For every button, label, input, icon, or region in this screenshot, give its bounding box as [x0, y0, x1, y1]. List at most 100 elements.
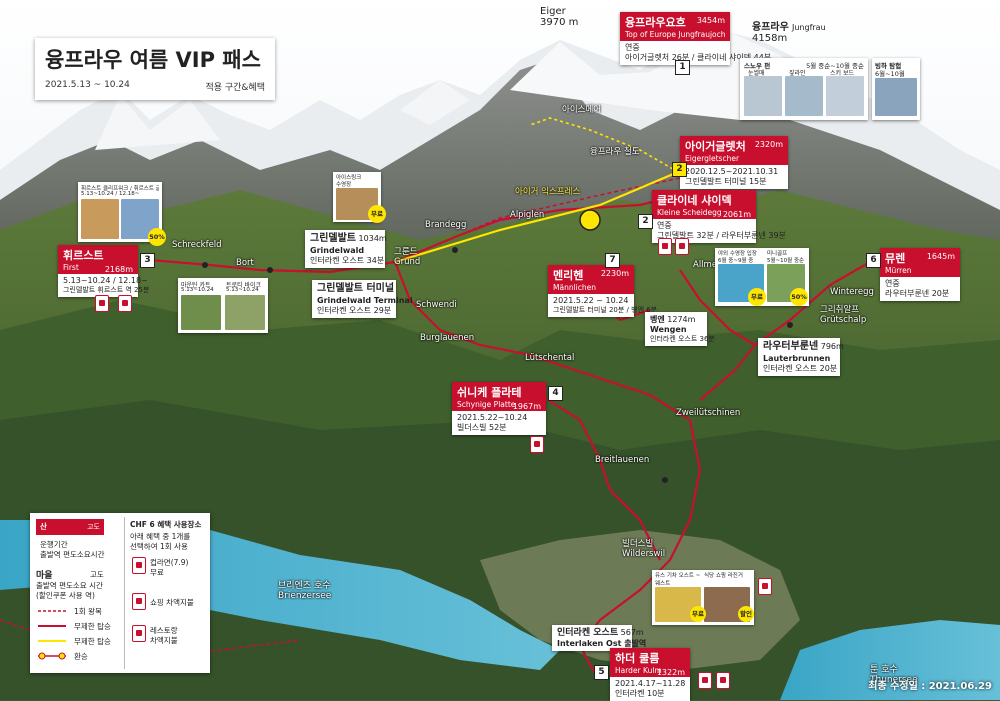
place-brienz-kr: 브리엔츠 호수 — [278, 581, 331, 591]
station-time: 그린델발트 32분 / 라우터부룬넨 39분 — [657, 231, 786, 240]
station-name-en: Männlichen — [553, 283, 596, 292]
place-alpiglen: Alpiglen — [510, 210, 545, 220]
shopping-ticket-icon — [132, 593, 146, 610]
legend-chf-desc1: 아래 혜택 중 1개를 — [130, 532, 191, 541]
station-number-1: 1 — [675, 60, 690, 75]
legend-unlimited: 무제한 탑승 — [74, 622, 111, 631]
station-name: 융프라우요흐 — [625, 16, 686, 29]
legend-transfer: 환승 — [74, 652, 88, 661]
station-number-7: 7 — [605, 253, 620, 268]
photo-subtitle: 5.13~10.24 / 12.18~ — [81, 191, 140, 197]
station-number-3: 3 — [140, 253, 155, 268]
station-season: 연중 — [625, 43, 640, 52]
photo-title: 식당 쇼핑 라진거 — [704, 573, 743, 579]
ticket-icon — [658, 238, 672, 255]
station-name: 쉬니케 플라테 — [457, 386, 522, 399]
station-time: 인터라켄 오스트 36분 — [650, 335, 715, 343]
photo-card-snow-fun: 스노우 펀 5월 중순~10월 중순 눈썰매 짚라인 스키 보드 — [740, 58, 868, 120]
photo-caption: 스키 보드 — [830, 70, 854, 77]
photo-mountain-cart — [181, 295, 221, 330]
station-name-en: Lauterbrunnen — [763, 353, 831, 363]
last-updated: 최종 수정일 : 2021.06.29 — [868, 681, 992, 692]
photo-title: 트로티 바이크 — [226, 282, 262, 289]
peak-eiger-name: Eiger — [540, 6, 566, 17]
place-wilderswil-kr: 빌더스빌 — [622, 539, 654, 549]
photo-ski — [826, 76, 864, 116]
station-altitude: 3454m — [696, 16, 725, 25]
legend-chf-desc2: 선택하여 1회 사용 — [130, 542, 188, 551]
station-time: 아이거글렛처 26분 / 클라이네 샤이덱 44분 — [625, 53, 772, 62]
station-name-en: First — [63, 263, 79, 272]
station-altitude: 1034m — [358, 234, 387, 243]
photo-title: 빙하 탐험 — [875, 62, 902, 70]
station-number-6: 6 — [866, 253, 881, 268]
station-altitude: 1322m — [656, 668, 685, 677]
station-name: 휘르스트 — [63, 249, 104, 262]
legend-chf-title: CHF 6 혜택 사용장소 — [130, 520, 202, 529]
legend-village-note1: 출발역 편도소요 시간 — [36, 581, 103, 590]
legend-chf-item1-note: 무료 — [150, 568, 164, 577]
station-altitude: 1967m — [512, 402, 541, 411]
page-title: 융프라우 여름 VIP 패스 — [45, 48, 261, 72]
station-name: 인터라켄 오스트 — [557, 628, 619, 638]
legend-roundtrip: 1회 왕복 — [74, 607, 102, 616]
place-schreckfeld: Schreckfeld — [172, 240, 222, 250]
station-number-4: 4 — [548, 386, 563, 401]
place-grund-en: Grund — [394, 257, 421, 267]
ticket-icon — [530, 436, 544, 453]
place-breitlauenen: Breitlauenen — [595, 455, 650, 465]
station-name: 클라이네 샤이덱 — [657, 194, 732, 207]
photo-subtitle: 6월 중~9월 중 — [718, 258, 754, 264]
photo-subtitle: 5월 중순~10월 중순 — [806, 62, 864, 70]
photo-title: 마운틴 카트 — [181, 282, 211, 289]
photo-subtitle: 수영장 — [336, 182, 352, 188]
peak-eiger: Eiger 3970 m — [540, 6, 578, 28]
station-altitude: 1274m — [667, 315, 696, 324]
photo-title: 아이스링크 — [336, 175, 362, 181]
legend-village-note2: (할인쿠폰 사용 역) — [36, 591, 95, 600]
legend-village-code: 고도 — [90, 570, 104, 579]
title-subtitle: 적용 구간&혜택 — [205, 83, 265, 93]
map-legend: 산 고도 운행기간 출발역 편도소요시간 마을 고도 출발역 편도소요 시간 (… — [30, 513, 210, 673]
peak-jungfrau-en: Jungfrau — [792, 23, 826, 32]
photo-title: 스노우 펀 — [744, 62, 771, 70]
station-time: 인터라켄 10분 — [615, 689, 665, 698]
ticket-icon — [675, 238, 689, 255]
ticket-icon — [118, 295, 132, 312]
photo-title: 유스 기차 오스트 ~ 웨스트 — [655, 573, 701, 587]
station-season: 5.13~10.24 / 12.18~ — [63, 276, 148, 285]
photo-subtitle: 6월~10월 — [875, 70, 905, 78]
legend-mountain-label: 산 — [40, 522, 47, 531]
place-thun-en: Thunersee — [870, 675, 918, 685]
station-season: 연중 — [885, 279, 900, 288]
place-burglauenen: Burglauenen — [420, 333, 475, 343]
station-altitude: 2061m — [722, 210, 751, 219]
legend-unlimited-yellow: 무제한 탑승 — [74, 637, 111, 646]
station-season: 2020.12.5~2021.10.31 — [685, 167, 779, 176]
place-eismeer: 아이스메어 — [562, 105, 602, 115]
station-time: 인터라켄 오스트 20분 — [763, 363, 838, 373]
station-altitude: 796m — [820, 342, 844, 351]
station-name-en: Interlaken Ost 출발역 — [557, 639, 647, 649]
place-bort: Bort — [236, 258, 254, 268]
station-altitude: 1645m — [926, 252, 955, 261]
station-number-2: 2 — [672, 162, 687, 177]
station-name: 멘리헨 — [553, 269, 584, 282]
